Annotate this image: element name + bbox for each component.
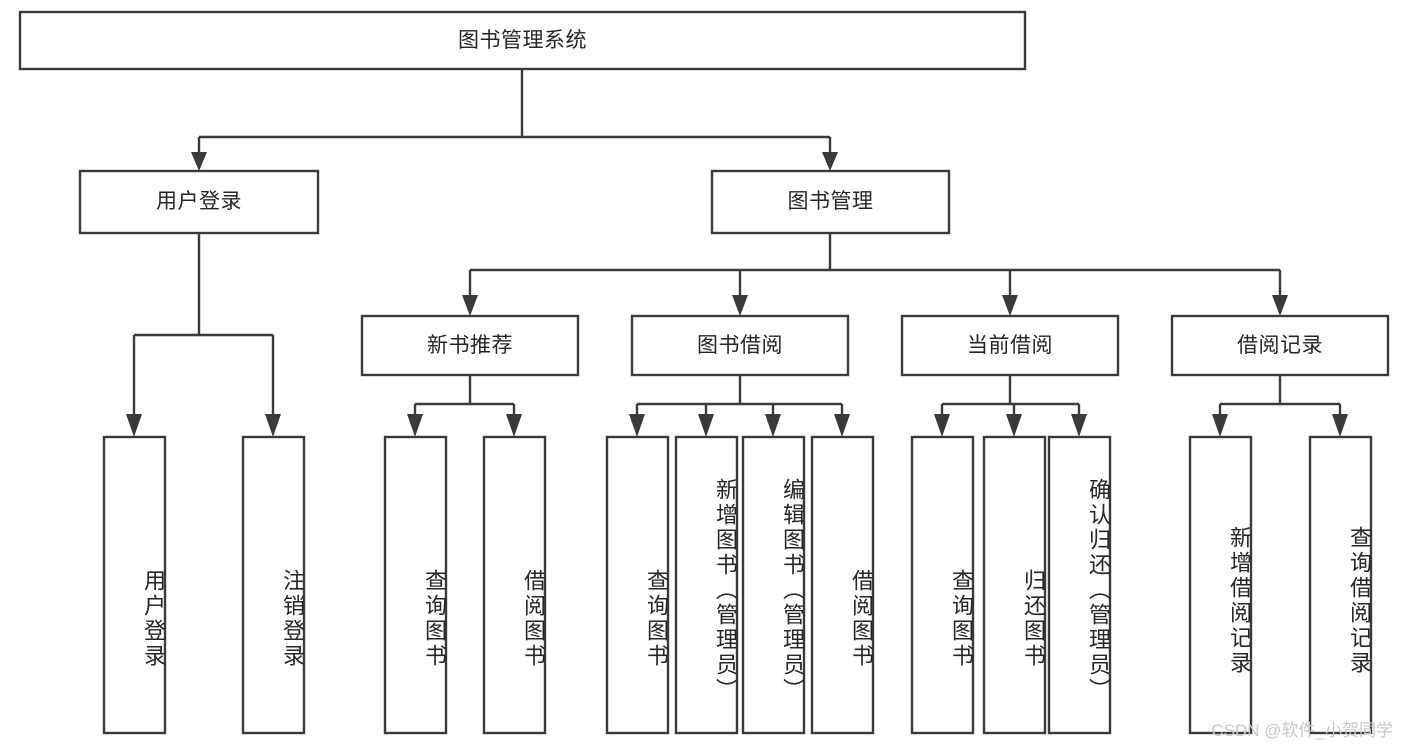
- arrow-icon: [506, 414, 522, 437]
- arrow-icon: [1212, 414, 1228, 437]
- arrow-icon: [1272, 295, 1288, 316]
- node-borrow-record[interactable]: [1172, 316, 1388, 375]
- node-box-leaf-borrow-record-0[interactable]: [1188, 435, 1253, 735]
- node-box-leaf-new-book-0[interactable]: [383, 435, 448, 735]
- node-book-management[interactable]: [712, 171, 949, 233]
- node-box-leaf-current-borrow-2[interactable]: [1047, 435, 1112, 735]
- node-box-user-login[interactable]: [78, 169, 320, 235]
- node-box-leaf-current-borrow-1[interactable]: [982, 435, 1047, 735]
- node-box-new-book-recommend[interactable]: [360, 314, 580, 377]
- arrow-icon: [934, 414, 950, 437]
- connector-root-to-level2: [191, 69, 838, 171]
- arrow-icon: [1002, 295, 1018, 316]
- arrow-icon: [765, 414, 781, 437]
- arrow-icon: [834, 414, 850, 437]
- arrow-icon: [822, 152, 838, 171]
- node-box-leaf-current-borrow-0[interactable]: [910, 435, 975, 735]
- node-user-login[interactable]: [80, 171, 318, 233]
- node-box-leaf-book-borrow-0[interactable]: [605, 435, 670, 735]
- arrow-icon: [1332, 414, 1348, 437]
- connector-borrow-record-to-leaves: [1212, 375, 1348, 437]
- arrow-icon: [191, 152, 207, 171]
- connector-new-book-to-leaves: [407, 375, 522, 437]
- node-box-leaf-user-login-0[interactable]: [102, 435, 167, 735]
- node-current-borrow[interactable]: [902, 316, 1118, 375]
- connector-current-borrow-to-leaves: [934, 375, 1087, 437]
- connector-user-login-to-leaves: [126, 233, 281, 437]
- node-root[interactable]: [20, 12, 1025, 69]
- connector-book-management-to-level3: [462, 233, 1288, 316]
- arrow-icon: [265, 414, 281, 437]
- arrow-icon: [629, 414, 645, 437]
- arrow-icon: [732, 295, 748, 316]
- arrow-icon: [407, 414, 423, 437]
- arrow-icon: [126, 414, 142, 437]
- node-box-leaf-new-book-1[interactable]: [482, 435, 547, 735]
- arrow-icon: [1071, 414, 1087, 437]
- node-box-leaf-user-login-1[interactable]: [241, 435, 306, 735]
- node-box-current-borrow[interactable]: [900, 314, 1120, 377]
- node-book-borrow[interactable]: [632, 316, 848, 375]
- arrow-icon: [462, 295, 478, 316]
- node-box-leaf-book-borrow-1[interactable]: [674, 435, 739, 735]
- arrow-icon: [1006, 414, 1022, 437]
- arrow-icon: [698, 414, 714, 437]
- node-new-book-recommend[interactable]: [362, 316, 578, 375]
- node-box-root[interactable]: [18, 10, 1027, 71]
- connector-book-borrow-to-leaves: [629, 375, 850, 437]
- node-box-leaf-borrow-record-1[interactable]: [1308, 435, 1373, 735]
- node-box-leaf-book-borrow-2[interactable]: [741, 435, 806, 735]
- node-box-leaf-book-borrow-3[interactable]: [810, 435, 875, 735]
